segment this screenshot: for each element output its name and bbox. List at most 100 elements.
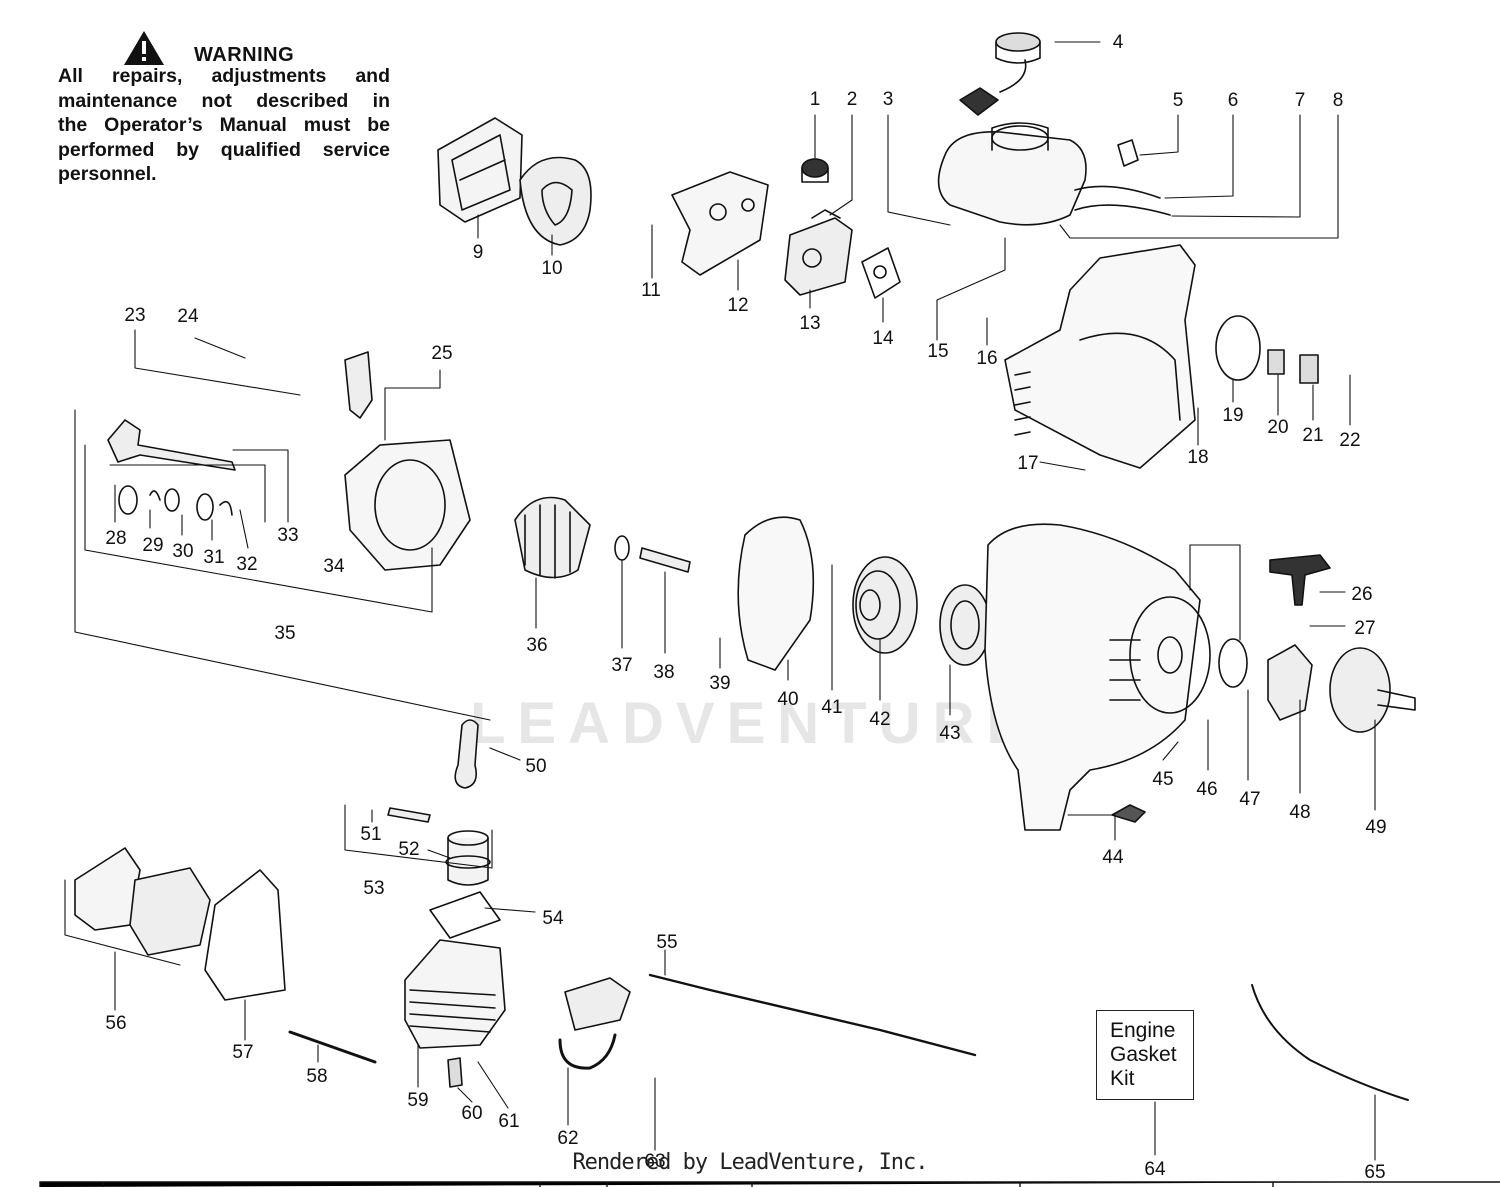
pad-20 bbox=[1267, 349, 1285, 375]
piston-pin bbox=[387, 807, 431, 823]
callout-38: 38 bbox=[653, 662, 674, 683]
callout-30: 30 bbox=[172, 541, 193, 562]
callout-23: 23 bbox=[124, 305, 145, 326]
callout-20: 20 bbox=[1267, 417, 1288, 438]
part-44 bbox=[1111, 804, 1146, 823]
callout-2: 2 bbox=[847, 89, 858, 110]
callout-22: 22 bbox=[1339, 430, 1360, 451]
pin bbox=[639, 547, 691, 573]
callout-26: 26 bbox=[1351, 584, 1372, 605]
callout-28: 28 bbox=[105, 528, 126, 549]
callout-61: 61 bbox=[498, 1111, 519, 1132]
callout-54: 54 bbox=[542, 908, 564, 929]
callout-32: 32 bbox=[236, 554, 257, 575]
warning-line: performed by qualified service bbox=[58, 138, 390, 161]
flywheel bbox=[514, 496, 591, 579]
piston bbox=[445, 830, 491, 886]
ignition-module bbox=[558, 977, 631, 1070]
warning-triangle-icon bbox=[124, 31, 164, 65]
callout-44: 44 bbox=[1102, 847, 1124, 868]
starter-housing bbox=[984, 523, 1211, 831]
washer bbox=[614, 535, 630, 561]
callout-35: 35 bbox=[274, 623, 295, 644]
warning-line: the Operator’s Manual must be bbox=[58, 114, 390, 136]
cylinder-gasket bbox=[429, 891, 501, 939]
watermark: LEADVENTURE bbox=[470, 691, 1038, 756]
callout-1: 1 bbox=[810, 89, 821, 110]
callout-8: 8 bbox=[1333, 90, 1344, 111]
callout-34: 34 bbox=[323, 556, 345, 577]
callout-14: 14 bbox=[872, 328, 894, 349]
callout-29: 29 bbox=[142, 535, 163, 556]
callout-15: 15 bbox=[927, 341, 948, 362]
callout-40: 40 bbox=[777, 689, 798, 710]
callout-39: 39 bbox=[709, 673, 730, 694]
callout-24: 24 bbox=[177, 306, 199, 327]
o-ring bbox=[1215, 315, 1261, 381]
washer-47 bbox=[1218, 638, 1248, 688]
kit-line: Engine bbox=[1110, 1019, 1176, 1042]
callout-42: 42 bbox=[869, 709, 890, 730]
callout-41: 41 bbox=[821, 697, 842, 718]
crankshaft bbox=[107, 419, 236, 471]
carburetor bbox=[784, 209, 853, 296]
render-credit: Rendered by LeadVenture, Inc. bbox=[572, 1150, 928, 1175]
callout-9: 9 bbox=[473, 242, 484, 263]
warning-line: All repairs, adjustments and bbox=[58, 65, 390, 87]
starter-handle bbox=[1269, 554, 1331, 606]
warning-title: WARNING bbox=[194, 43, 295, 66]
warning-line: personnel. bbox=[58, 163, 157, 185]
air-filter bbox=[519, 156, 592, 246]
callout-10: 10 bbox=[541, 258, 562, 279]
fuel-filter bbox=[1117, 139, 1139, 167]
callout-13: 13 bbox=[799, 313, 820, 334]
callout-63: 63 bbox=[644, 1151, 665, 1172]
callout-11: 11 bbox=[641, 280, 661, 301]
callout-31: 31 bbox=[203, 547, 224, 568]
air-filter-base bbox=[671, 171, 769, 276]
callout-53: 53 bbox=[363, 878, 384, 899]
fuel-cap bbox=[959, 32, 1041, 116]
callout-19: 19 bbox=[1222, 405, 1243, 426]
crankcase bbox=[344, 439, 471, 571]
throttle-cable bbox=[1251, 984, 1409, 1101]
starter-pulley bbox=[852, 556, 918, 654]
callout-62: 62 bbox=[557, 1128, 578, 1149]
callout-12: 12 bbox=[727, 295, 748, 316]
bracket bbox=[344, 351, 373, 419]
warning-line: maintenance not described in bbox=[58, 89, 390, 112]
callout-60: 60 bbox=[461, 1103, 482, 1124]
bottom-table-rule bbox=[39, 1181, 1500, 1187]
callout-18: 18 bbox=[1187, 447, 1208, 468]
callout-27: 27 bbox=[1354, 618, 1375, 639]
cylinder bbox=[404, 939, 506, 1049]
callout-57: 57 bbox=[232, 1042, 253, 1063]
callout-56: 56 bbox=[105, 1013, 126, 1034]
engine-housing bbox=[1004, 244, 1196, 469]
fuel-line-6 bbox=[1074, 185, 1161, 199]
leader-lines bbox=[64, 41, 1376, 1161]
callout-59: 59 bbox=[407, 1090, 428, 1111]
connecting-rod bbox=[454, 719, 479, 789]
pad-21 bbox=[1299, 354, 1319, 384]
callout-46: 46 bbox=[1196, 779, 1217, 800]
primer-bulb bbox=[801, 158, 829, 183]
callout-65: 65 bbox=[1364, 1162, 1385, 1183]
callout-16: 16 bbox=[976, 348, 997, 369]
fuel-tank bbox=[937, 122, 1087, 226]
bearings-seals bbox=[118, 485, 233, 521]
kit-line: Kit bbox=[1110, 1067, 1135, 1090]
callout-33: 33 bbox=[277, 525, 298, 546]
callout-7: 7 bbox=[1295, 90, 1306, 111]
warning-notice: WARNING All repairs, adjustments and mai… bbox=[58, 28, 390, 187]
callout-21: 21 bbox=[1302, 425, 1323, 446]
callout-5: 5 bbox=[1173, 90, 1184, 111]
callout-37: 37 bbox=[611, 655, 632, 676]
spark-plug bbox=[447, 1057, 463, 1088]
warning-text: All repairs, adjustments and maintenance… bbox=[58, 64, 390, 187]
callout-49: 49 bbox=[1365, 817, 1386, 838]
warning-header: WARNING bbox=[58, 28, 390, 68]
muffler bbox=[74, 847, 211, 956]
